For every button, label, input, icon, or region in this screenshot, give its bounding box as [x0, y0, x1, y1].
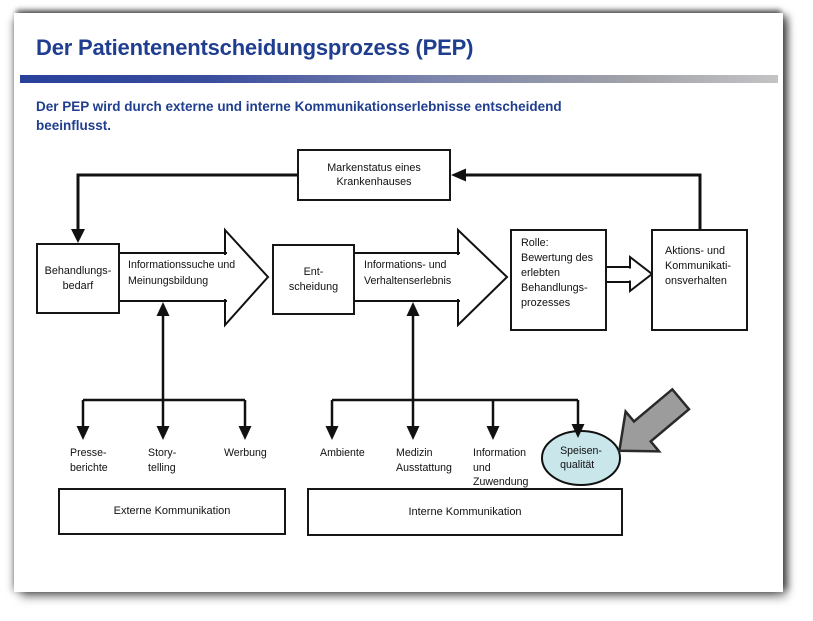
title-divider [20, 75, 778, 83]
process-arrow-2 [354, 227, 509, 328]
flow-label-verhaltenserlebnis: Informations- und Verhaltenserlebnis [364, 259, 452, 287]
small-arrow [607, 254, 654, 294]
label-werbung: Werbung [224, 447, 267, 459]
box-markenstatus: Markenstatus eines Krankenhauses [297, 149, 451, 201]
externe-branch-arrows [76, 302, 252, 440]
box-aktionsverhalten: Aktions- und Kommunikati- onsverhalten [651, 229, 748, 331]
label-ambiente: Ambiente [320, 447, 365, 459]
label-speisenqualitaet: Speisen- qualität [560, 444, 602, 472]
label-presseberichte: Presse- berichte [70, 447, 108, 474]
speisen-branch-arrow [571, 400, 585, 438]
box-externe-kommunikation: Externe Kommunikation [58, 488, 286, 535]
subtitle: Der PEP wird durch externe und interne K… [36, 99, 562, 133]
box-entscheidung: Ent- scheidung [272, 244, 355, 315]
page-title: Der Patientenentscheidungsprozess (PEP) [36, 35, 474, 60]
feedback-arrow-left [71, 173, 297, 243]
pep-flow-diagram: Markenstatus eines Krankenhauses Behandl… [14, 13, 783, 592]
box-rolle: Rolle: Bewertung des erlebten Behandlung… [510, 229, 607, 331]
flow-label-informationssuche: Informationssuche und Meinungsbildung [128, 259, 236, 287]
highlight-arrow-icon [617, 387, 691, 453]
label-medizin-ausstattung: Medizin Ausstattung [396, 447, 452, 474]
box-interne-kommunikation: Interne Kommunikation [307, 488, 623, 536]
process-arrow-1 [119, 227, 270, 328]
slide: Der Patientenentscheidungsprozess (PEP) … [14, 13, 783, 592]
box-behandlungsbedarf: Behandlungs- bedarf [36, 243, 120, 314]
diagram-graphics [71, 168, 702, 486]
label-information-zuwendung: Information und Zuwendung [473, 447, 529, 488]
interne-branch-arrows [325, 302, 578, 440]
feedback-arrow-right [451, 168, 702, 229]
label-storytelling: Story- telling [148, 447, 177, 474]
